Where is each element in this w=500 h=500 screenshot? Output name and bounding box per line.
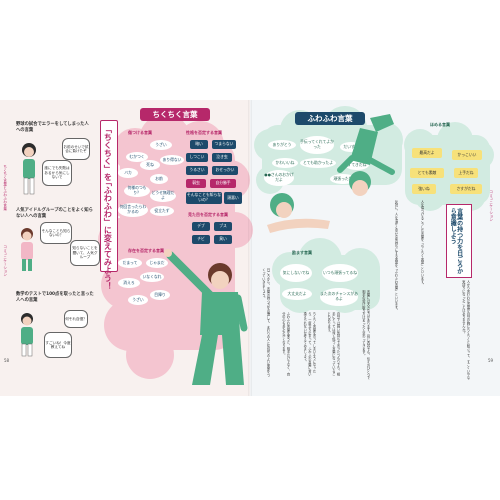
- fuwa-word: 最高だよ: [412, 148, 442, 158]
- body-text-column: ふわふわ言葉を使うと、相手だけでなく、自分の心もあたたかくなります。: [281, 312, 290, 376]
- chiku-word: むかつく: [126, 152, 148, 162]
- chiku-word: だまって: [118, 258, 142, 268]
- chiku-word: うざい: [150, 140, 172, 150]
- chiku-word: そんなことも知らないの？: [186, 192, 222, 204]
- chiku-word: おせっかい: [212, 166, 238, 175]
- chiku-word: 目障り: [150, 290, 170, 300]
- encourage-label: 励ます言葉: [292, 250, 312, 255]
- chiku-word: つまらない: [212, 140, 236, 149]
- chiku-word: 弱虫: [186, 179, 206, 188]
- chiku-word: 自分勝手: [210, 179, 236, 188]
- fuwa-word: ありがとう: [268, 140, 296, 150]
- chiku-group-3-label: 見た目を否定する言葉: [188, 212, 228, 217]
- question-2: 人気アイドルグループのことをよく知らない人への言葉: [16, 208, 93, 219]
- fuwa-word: とても素敵: [410, 168, 444, 178]
- chiku-word: 消えろ: [118, 278, 140, 288]
- chiku-word: 何回言ったらわかるの: [118, 203, 148, 217]
- chiku-bubble-2: そんなことも知らないの？: [40, 222, 72, 244]
- right-page-number: 59: [488, 358, 494, 363]
- chiku-word: あり得ない: [160, 155, 184, 165]
- left-side-label: コミュニケーション: [3, 245, 8, 277]
- body-text-column: 人から言われた言葉が自分の胸にちくちくと刺さって、すごくいやな気持ちになったこと…: [461, 280, 470, 380]
- question-3: 数学のテストで100点を取ったと言った人への言葉: [16, 292, 94, 303]
- chiku-word: 臭い: [214, 235, 232, 244]
- fuwa-word: また次のチャンスがあるよ: [320, 288, 358, 306]
- chiku-word: 暗い: [190, 140, 208, 149]
- right-side-label: コミュニケーション: [489, 190, 494, 222]
- chiku-word: 何様のつもり？: [124, 185, 150, 197]
- fuwa-word: だいすき: [340, 142, 362, 152]
- chiku-word: いなくなれ: [140, 272, 164, 282]
- fuwa-word: ●●さんのおかげだよ: [264, 170, 294, 186]
- fuwa-word: 気にしないでね: [280, 264, 312, 282]
- chiku-word: じゃまだ: [146, 258, 168, 268]
- fuwa-bubble-3: すごいね！今度教えてね: [44, 332, 72, 358]
- chiku-group-1-label: 傷つける言葉: [128, 130, 152, 135]
- fuwa-bubble-1: 誰にでも失敗はあるから気にしないで: [42, 160, 72, 186]
- body-text-column: 反対に、人を温かく幸せな気持ちにする言葉を「ふわふわ言葉」といいます。: [394, 200, 398, 312]
- fuwa-title: ふわふわ言葉: [295, 112, 365, 125]
- vertical-title-2: 「ふわふわ」に変えてみよう！: [103, 178, 113, 290]
- body-text-column: ちくちく言葉を言ってしまいそうになったら、一度立ち止まって、ふわふわ言葉に言い換…: [302, 312, 316, 376]
- heading-box: [446, 204, 472, 278]
- chiku-word: しつこい: [186, 153, 208, 162]
- flying-boy-illustration: [337, 114, 395, 196]
- chiku-word: ブス: [214, 222, 232, 231]
- body-text-column: 日ごろから、言葉の持つ力を意識して、まわりの人と気持ちのよい関係をつくっていきま…: [261, 268, 270, 377]
- left-page-number: 58: [4, 358, 10, 363]
- fuwa-word: 頑張ったね: [330, 174, 356, 184]
- chiku-word: うざい: [128, 295, 148, 305]
- chiku-word: バカ: [118, 168, 138, 178]
- chiku-title: ちくちく言葉: [140, 108, 210, 121]
- fuwa-word: さすがだね: [450, 184, 482, 194]
- fuwa-word: 大丈夫だよ: [282, 288, 312, 300]
- chiku-group-4-label: 存在を否定する言葉: [128, 248, 164, 253]
- standing-boy-illustration: [267, 193, 330, 233]
- chiku-word: どうせ無理だよ: [150, 190, 176, 202]
- question-1: 野球の試合でエラーをしてしまった人への言葉: [16, 122, 89, 133]
- chiku-word: 泣き虫: [212, 153, 232, 162]
- body-text-column: 言葉には大きな力があります。同じ内容でも、伝え方ひとつで相手の受け取り方はまった…: [361, 290, 370, 380]
- chiku-bubble-3: 何それ自慢？: [64, 310, 88, 328]
- fuwa-word: いつも頑張ってるね: [322, 264, 358, 282]
- praise-label: ほめる言葉: [430, 122, 450, 127]
- page-gutter: [248, 100, 252, 396]
- chiku-word: うるさい: [186, 166, 208, 175]
- chiku-word: チビ: [192, 235, 210, 244]
- chiku-bubble-1: お前のせいで試合に負けたぞ: [62, 138, 90, 160]
- chiku-word: 死ね: [140, 160, 160, 170]
- fuwa-word: すてきだね: [345, 160, 369, 170]
- fuwa-word: 上手だね: [454, 168, 478, 178]
- book-spread: ちくちく言葉とふわふわ言葉 コミュニケーション 58 野球の試合でエラーをしてし…: [0, 100, 500, 396]
- chiku-word: デブ: [192, 222, 210, 231]
- vertical-title-1: 「ちくちく」を: [103, 125, 113, 181]
- person-figure-2: [21, 228, 33, 271]
- vertical-title-box: [100, 120, 118, 272]
- fuwa-word: 強いね: [412, 184, 436, 194]
- chiku-word: 頭悪い: [224, 192, 242, 204]
- person-figure-3: [21, 313, 33, 357]
- chiku-word: 役立たず: [150, 206, 174, 216]
- fuwa-bubble-2: 知らないことを聞いて、人気グループ: [70, 240, 100, 266]
- body-text-column: 自分では軽い気持ちで言ったつもりでも、相手にとっては深く傷つく言葉になっているこ…: [326, 312, 340, 376]
- person-figure-1: [22, 143, 36, 195]
- fuwa-word: かっこいい: [452, 150, 482, 160]
- chiku-word: お前: [150, 174, 168, 184]
- left-side-header: ちくちく言葉とふわふわ言葉: [3, 165, 8, 211]
- fuwa-word: かわいいね: [272, 158, 298, 168]
- fuwa-word: 手伝ってくれてよかった: [300, 136, 334, 154]
- heading-box-title: 言葉の持つ力を日ごろから意識しよう: [449, 208, 463, 274]
- pointing-boy-illustration: [164, 249, 248, 385]
- chiku-group-2-label: 性格を否定する言葉: [186, 130, 222, 135]
- body-text-column: 人を傷つけるこうした言葉を「ちくちく言葉」といいます。: [420, 200, 424, 287]
- fuwa-word: とても助かったよ: [300, 158, 336, 168]
